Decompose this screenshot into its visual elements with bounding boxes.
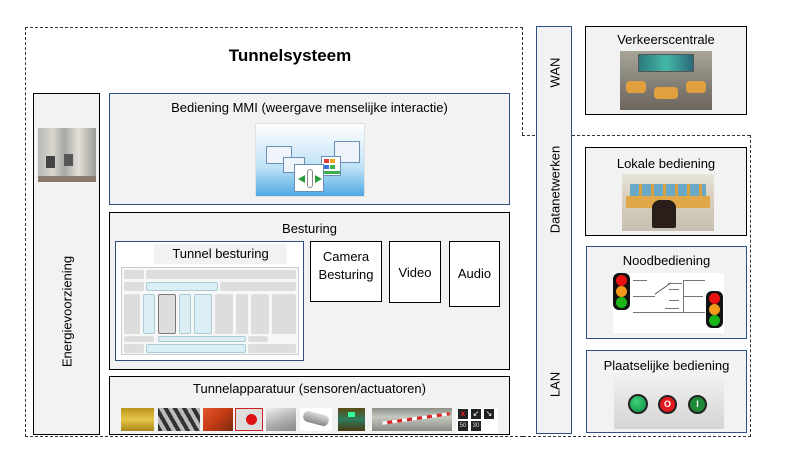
control-label: Besturing (282, 221, 337, 236)
switchgear-image (38, 128, 96, 182)
traffic-light-right-icon (706, 291, 723, 328)
cctv-camera-thumb (300, 408, 332, 431)
traffic-center-image (620, 51, 712, 110)
energy-supply-label: Energievoorziening (59, 255, 75, 368)
emergency-control-box: Noodbediening (586, 246, 747, 339)
control-box: Besturing Tunnel besturing (109, 212, 510, 370)
tunnel-control-label: Tunnel besturing (154, 244, 287, 264)
tunnel-system-boundary-mid (522, 135, 750, 136)
tunnel-control-diagram (121, 267, 299, 355)
lan-label: LAN (547, 371, 563, 398)
ventilation-fans-thumb (158, 408, 200, 431)
tunnel-system-boundary-bottom (523, 436, 751, 437)
data-networks-label: Datanetwerken (547, 145, 563, 234)
traffic-light-left-icon (613, 273, 630, 310)
equipment-box: Tunnelapparatuur (sensoren/actuatoren) x… (109, 376, 510, 435)
lane-signals-thumb: x ↙ ↘ 50 30 (456, 408, 498, 433)
mmi-label: Bediening MMI (weergave menselijke inter… (171, 100, 448, 115)
system-title: Tunnelsysteem (228, 46, 352, 65)
sensor-mount-thumb (266, 408, 296, 431)
tunnel-system-boundary-right (750, 135, 751, 437)
audio-label: Audio (457, 266, 492, 281)
camera-control-label-line2: Besturing (318, 267, 374, 282)
fire-extinguisher-thumb (235, 408, 263, 431)
local-control-box: Lokale bediening (585, 147, 747, 236)
network-column: WAN Datanetwerken LAN (536, 26, 572, 434)
start-button-icon: I (688, 395, 707, 414)
camera-control-label-line1: Camera (322, 249, 370, 264)
green-button-icon (628, 394, 648, 414)
camera-control-box: Camera Besturing (310, 241, 382, 302)
energy-supply-box: Energievoorziening (33, 93, 100, 435)
pump-thumb (203, 408, 233, 431)
equipment-label: Tunnelapparatuur (sensoren/actuatoren) (193, 381, 426, 396)
wan-label: WAN (547, 57, 563, 88)
emergency-control-label: Noodbediening (622, 253, 711, 268)
on-site-control-box: Plaatselijke bediening O I (586, 350, 747, 433)
mmi-box: Bediening MMI (weergave menselijke inter… (109, 93, 510, 205)
traffic-center-label: Verkeerscentrale (617, 32, 715, 47)
traffic-center-box: Verkeerscentrale (585, 26, 747, 115)
video-label: Video (398, 265, 432, 280)
video-box: Video (389, 241, 441, 303)
push-button-box-image: O I (614, 377, 724, 429)
emergency-control-image (613, 273, 724, 333)
tunnel-system-boundary-right-top (522, 27, 523, 135)
tunnel-system-boundary (25, 27, 523, 437)
tunnel-control-box: Tunnel besturing (115, 241, 304, 361)
emergency-exit-thumb (338, 408, 365, 431)
on-site-control-label: Plaatselijke bediening (603, 358, 730, 373)
tunnel-lighting-thumb (121, 408, 154, 431)
mmi-windows-image (255, 123, 365, 197)
audio-box: Audio (449, 241, 500, 307)
stop-button-icon: O (658, 395, 677, 414)
barrier-thumb (372, 408, 452, 431)
local-control-label: Lokale bediening (616, 156, 716, 171)
local-control-image (622, 174, 714, 231)
